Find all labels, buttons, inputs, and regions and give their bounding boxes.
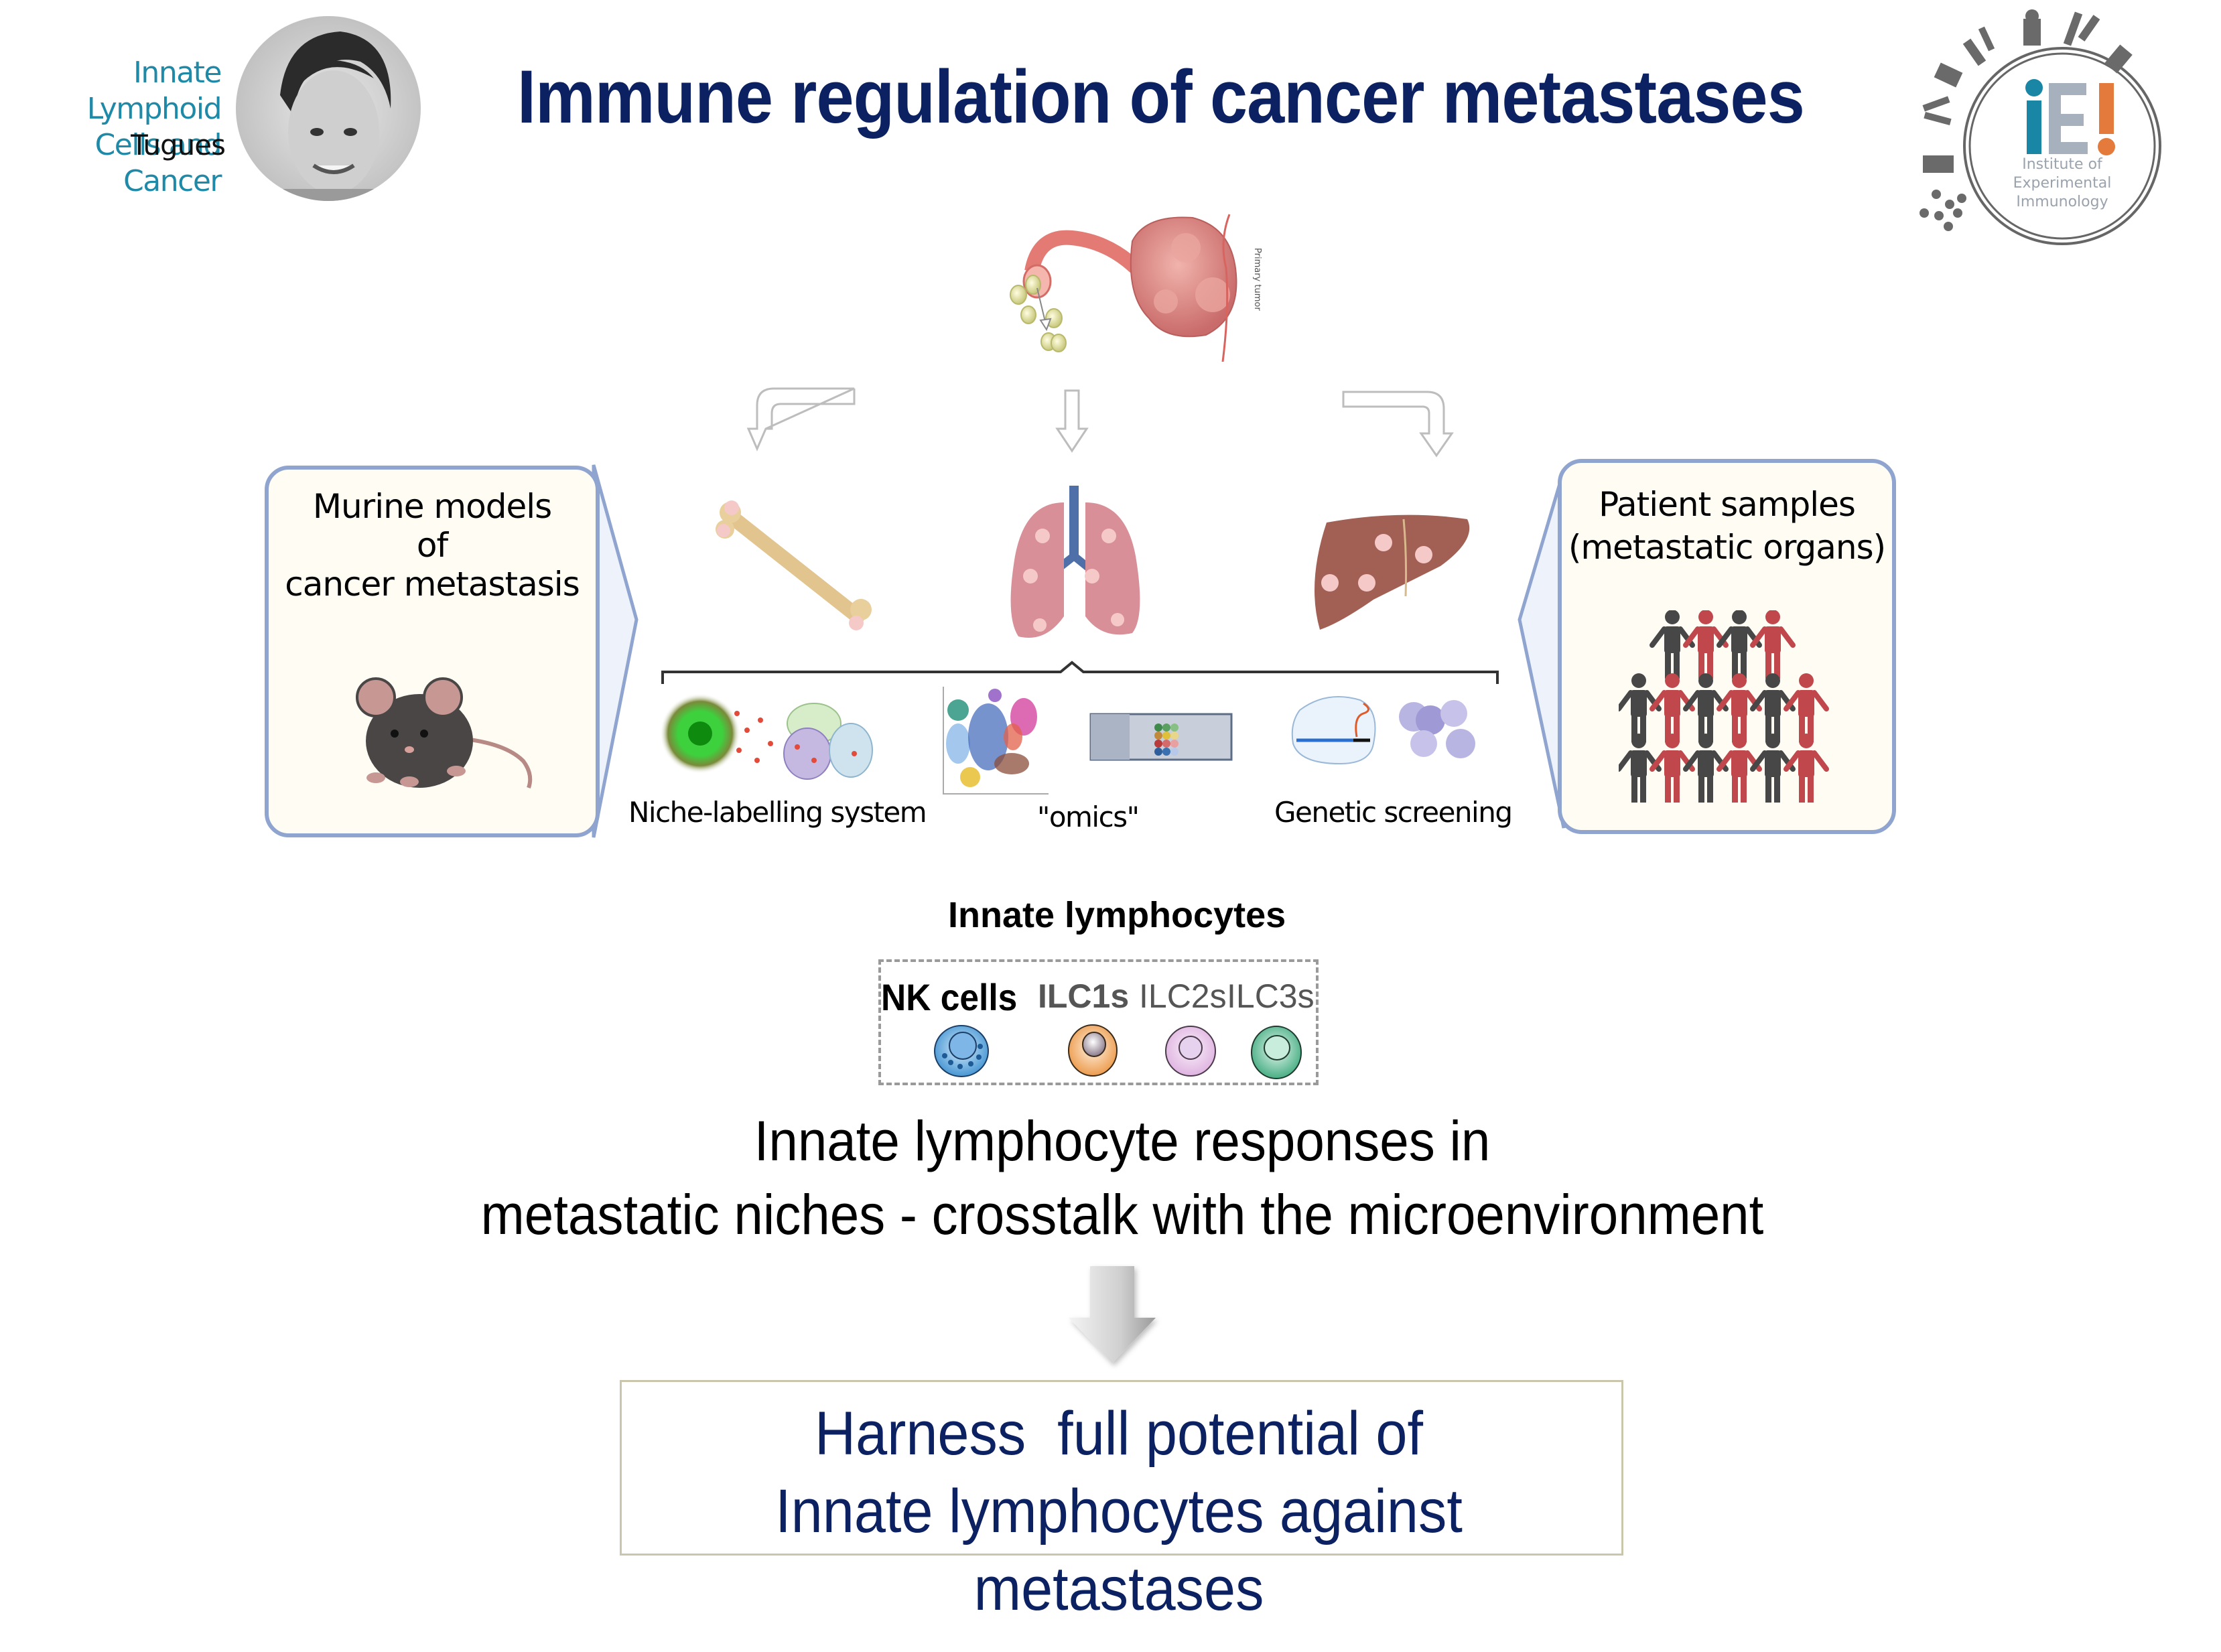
nk-cell-icon <box>934 1025 989 1077</box>
responses-text: Innate lymphocyte responses in metastati… <box>78 1104 2166 1251</box>
page-title: Immune regulation of cancer metastases <box>517 55 1805 139</box>
group-name: Innate Lymphoid Cells and Cancer <box>0 55 222 200</box>
person-figure <box>1650 673 1695 742</box>
group-name-line2: Cells and Cancer <box>94 128 222 198</box>
portrait-photo <box>236 16 421 201</box>
group-name-line1: Innate Lymphoid <box>86 56 222 126</box>
omics-tsne-plot-icon <box>943 687 1049 795</box>
person-figure <box>1783 673 1829 742</box>
institute-logo-graphic <box>1920 9 2161 245</box>
lymphocyte-cell-icons <box>934 1024 1302 1079</box>
murine-label-line2: of <box>416 526 448 565</box>
patient-samples-box: Patient samples (metastatic organs) <box>1558 459 1896 834</box>
primary-tumor-label-wrap: Primary tumor <box>1248 248 1268 322</box>
institute-logo-text: Institute of Experimental Immunology <box>1995 155 2129 212</box>
primary-tumor-illustration <box>1010 214 1237 362</box>
logo-text-line1: Institute of <box>2022 156 2102 173</box>
innate-lymphocyte-types-box: NK cells ILC1s ILC2s ILC3s <box>878 959 1319 1085</box>
person-figure <box>1717 610 1762 679</box>
ilc2s-label: ILC2s <box>1139 977 1227 1015</box>
person-figure <box>1750 610 1796 679</box>
ilc3s-label: ILC3s <box>1227 977 1315 1015</box>
ilc1s-label: ILC1s <box>1038 977 1130 1015</box>
method-label-niche-labelling: Niche-labelling system <box>628 796 927 829</box>
institute-logo: Institute of Experimental Immunology <box>1909 0 2191 268</box>
grouping-bracket <box>661 661 1499 684</box>
goal-line2: Innate lymphocytes against <box>775 1477 1463 1545</box>
niche-labelling-icon <box>660 693 873 780</box>
responses-line1: Innate lymphocyte responses in <box>754 1109 1491 1172</box>
lungs-icon <box>1010 486 1140 638</box>
ilc2-cell-icon <box>1165 1026 1216 1077</box>
people-group-icon <box>1619 610 1829 803</box>
patient-label-line2: (metastatic organs) <box>1568 528 1886 567</box>
innate-lymphocytes-title: Innate lymphocytes <box>948 895 1286 935</box>
liver-icon <box>1315 514 1470 630</box>
arrow-to-liver-icon <box>1342 391 1454 458</box>
arrow-to-bone-icon <box>746 387 856 452</box>
goal-box <box>620 1380 1623 1556</box>
patient-samples-label: Patient samples (metastatic organs) <box>1562 483 1892 569</box>
ilc3-cell-icon <box>1251 1026 1302 1079</box>
omics-slide-icon <box>1089 713 1233 761</box>
arrow-to-lungs-icon <box>1055 389 1089 453</box>
method-label-genetic-screening: Genetic screening <box>1274 796 1513 829</box>
murine-models-label: Murine models of cancer metastasis <box>269 487 596 604</box>
person-figure <box>1650 734 1695 803</box>
goal-line3: metastases <box>973 1555 1264 1623</box>
responses-line2: metastatic niches - crosstalk with the m… <box>480 1183 1764 1246</box>
ilc1-cell-icon <box>1068 1024 1118 1077</box>
method-label-omics: "omics" <box>1037 801 1140 833</box>
genetic-screening-icon <box>1291 696 1475 765</box>
branch-arrows <box>746 387 1454 458</box>
murine-label-line1: Murine models <box>312 487 552 526</box>
patient-label-line1: Patient samples <box>1599 485 1856 524</box>
goal-line1: Harness full potential of <box>814 1399 1424 1468</box>
group-leader-name: Tugues <box>131 129 226 161</box>
person-figure <box>1783 734 1829 803</box>
goal-text: Harness full potential of Innate lymphoc… <box>90 1395 2149 1628</box>
murine-models-box: Murine models of cancer metastasis <box>265 466 600 837</box>
person-figure <box>1619 734 1662 803</box>
nk-cells-label: NK cells <box>881 976 1018 1018</box>
logo-text-line3: Immunology <box>2016 194 2108 210</box>
mouse-icon <box>356 677 533 788</box>
logo-text-line2: Experimental <box>2013 175 2112 192</box>
murine-label-line3: cancer metastasis <box>285 565 580 604</box>
down-arrow-icon <box>1069 1266 1156 1363</box>
primary-tumor-label: Primary tumor <box>1252 248 1262 311</box>
bone-icon <box>716 500 872 630</box>
